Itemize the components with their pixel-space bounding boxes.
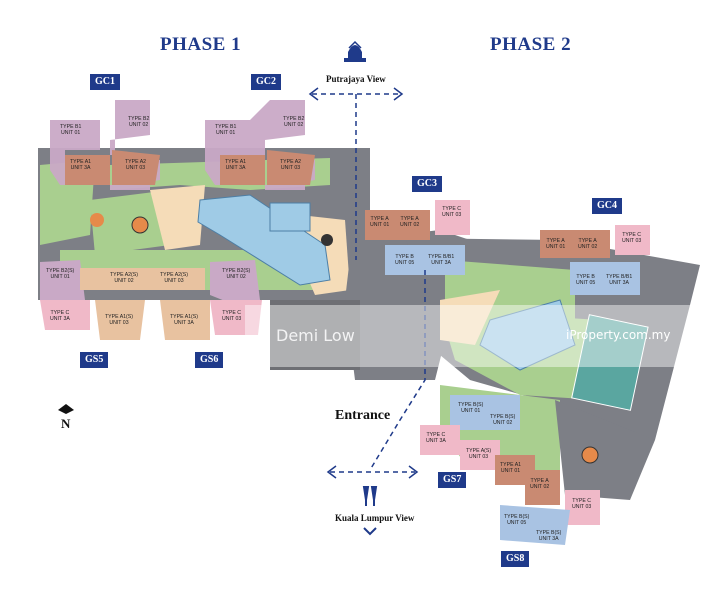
gc2-units-a (220, 155, 265, 185)
gs5-wing-a (95, 300, 145, 340)
putrajaya-view-label: Putrajaya View (326, 74, 386, 84)
gs6-wing-a (160, 300, 210, 340)
watermark-brand: iProperty.com.my (566, 328, 671, 342)
block-label-gs8: GS8 (501, 551, 530, 567)
phase1-title: PHASE 1 (160, 34, 242, 55)
gs6-building (210, 260, 260, 305)
gc1-units-b (112, 150, 160, 185)
block-label-gs5: GS5 (80, 352, 109, 368)
entrance-path (369, 270, 426, 471)
block-label-gc1: GC1 (90, 74, 120, 90)
phase2-sand (440, 290, 500, 345)
petronas-towers-icon (362, 486, 378, 506)
phase2-pool (479, 299, 576, 371)
phase1-roundabout (90, 213, 104, 227)
putrajaya-view-arrow-right (393, 87, 404, 101)
down-chevron-icon (363, 527, 377, 536)
gs5-wing-c (40, 300, 90, 330)
north-label: N (61, 416, 71, 431)
gc1-building (50, 100, 160, 190)
watermark-band (245, 305, 703, 367)
phase1-sand-left (150, 185, 205, 250)
block-label-gc4: GC4 (592, 198, 622, 214)
phase1-fountain (131, 216, 149, 234)
phase2-title: PHASE 2 (490, 34, 572, 55)
gc4-unit-c (615, 225, 650, 255)
block-label-gs7: GS7 (438, 472, 467, 488)
phase2-fountain (581, 446, 599, 464)
phase1-pool-deck (269, 202, 311, 232)
entrance-label: Entrance (335, 408, 391, 423)
kl-view-label: Kuala Lumpur View (335, 513, 415, 523)
kl-view-arrow-left (326, 465, 337, 479)
gs7-unit-as (460, 440, 500, 470)
north-arrow-icon (58, 404, 74, 414)
gs5-building (40, 260, 85, 310)
block-label-gc2: GC2 (251, 74, 281, 90)
gc3-unit-c (435, 200, 470, 235)
gc4-units-b (570, 262, 640, 295)
gc2-units-b (267, 150, 315, 185)
gs7-unit-c (420, 425, 460, 455)
kl-view-arrow-right (408, 465, 419, 479)
gc3-units-a (365, 210, 430, 240)
watermark-name: Demi Low (276, 326, 355, 345)
central-building (270, 300, 360, 370)
gc4-units-a (540, 230, 610, 258)
gs8-unit-c (565, 490, 600, 525)
gs8-units-b (500, 505, 570, 545)
block-label-gc3: GC3 (412, 176, 442, 192)
up-chevron-icon (348, 40, 362, 49)
gs7-units-b (450, 395, 520, 430)
gc1-units-a (65, 155, 110, 185)
gs6-wing-c (210, 300, 262, 335)
phase1-grass-mid (90, 190, 170, 255)
gs5-units-mid (80, 268, 205, 290)
putrajaya-view-arrow-left (308, 87, 319, 101)
phase1-pool (197, 194, 331, 286)
gc3-units-b (385, 245, 465, 275)
phase2-road-south (555, 400, 655, 500)
phase1-rock (321, 234, 333, 246)
putrajaya-mosque-icon (344, 45, 366, 62)
block-label-gs6: GS6 (195, 352, 224, 368)
gs7-unit-a (525, 470, 560, 505)
tennis-court (571, 314, 649, 411)
